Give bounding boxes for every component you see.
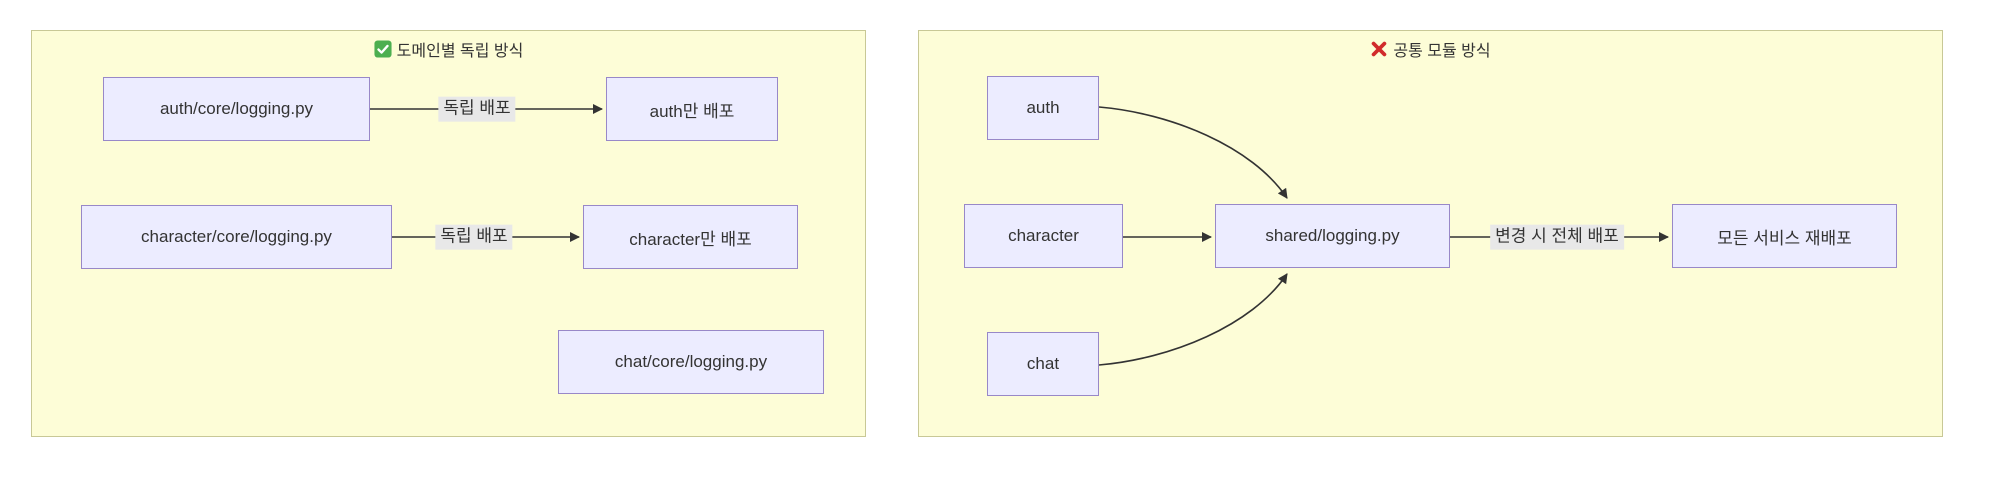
node-shared-logging: shared/logging.py <box>1215 204 1450 268</box>
left-subgraph-title-text: 도메인별 독립 방식 <box>396 43 524 60</box>
node-auth-only-deploy: auth만 배포 <box>606 77 778 141</box>
right-subgraph-title-text: 공통 모듈 방식 <box>1393 43 1491 60</box>
node-auth: auth <box>987 76 1099 140</box>
node-character: character <box>964 204 1123 268</box>
right-subgraph-title: 공통 모듈 방식 <box>919 37 1942 61</box>
edge-label-independent-deploy-1: 독립 배포 <box>438 96 516 122</box>
green-check-icon <box>374 40 392 58</box>
left-subgraph-title: 도메인별 독립 방식 <box>32 37 865 61</box>
node-chat-core-logging: chat/core/logging.py <box>558 330 824 394</box>
red-cross-icon <box>1372 41 1387 57</box>
node-redeploy-all-services: 모든 서비스 재배포 <box>1672 204 1897 268</box>
edge-label-full-deploy-on-change: 변경 시 전체 배포 <box>1490 224 1624 250</box>
node-chat: chat <box>987 332 1099 396</box>
edge-label-independent-deploy-2: 독립 배포 <box>435 224 513 250</box>
node-character-only-deploy: character만 배포 <box>583 205 798 269</box>
node-auth-core-logging: auth/core/logging.py <box>103 77 370 141</box>
node-character-core-logging: character/core/logging.py <box>81 205 392 269</box>
